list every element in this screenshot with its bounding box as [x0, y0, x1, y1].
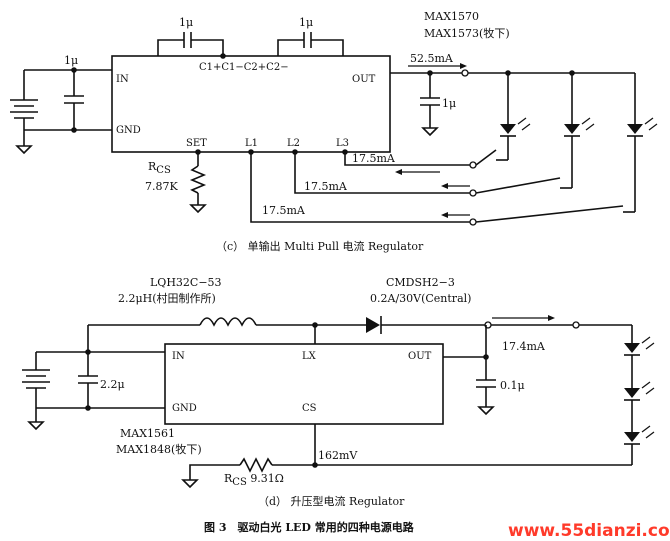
pin-in-label-d: IN — [172, 351, 185, 362]
l2-switch — [475, 177, 561, 194]
led-d-1 — [624, 343, 640, 353]
pin-set-label: SET — [186, 138, 207, 149]
i-l1-label: 17.5mA — [262, 204, 306, 217]
out-current-arrowhead — [460, 63, 467, 69]
out-terminal — [461, 69, 469, 77]
l2-wire — [294, 152, 470, 194]
c2-wire-right — [311, 39, 344, 56]
chip-label-2: MAX1573(牧下) — [424, 26, 510, 40]
rcs-label-c: RCS — [148, 160, 171, 176]
out-current-label-d: 17.4mA — [502, 340, 546, 353]
ground-symbol-2 — [421, 127, 439, 137]
ground-symbol-3 — [189, 204, 207, 214]
cs-voltage-label: 162mV — [318, 449, 358, 462]
circuit-d: LQH32C−53 2.2μH(村田制作所) CMDSH2−3 0.2A/30V… — [22, 276, 655, 508]
ic-max1561 — [164, 343, 444, 425]
out-current-label: 52.5mA — [410, 52, 454, 65]
rcs-resistor-d — [239, 457, 273, 473]
c1-wire-left — [157, 39, 184, 56]
led-branch-3 — [627, 73, 658, 212]
led-3 — [627, 124, 643, 134]
caption-d: （d） 升压型电流 Regulator — [258, 494, 405, 508]
pin-cs-label: CS — [302, 403, 317, 414]
pin-lx-label: LX — [302, 351, 317, 362]
cin-label: 1μ — [64, 54, 78, 67]
i-l2-label: 17.5mA — [304, 180, 348, 193]
pin-gnd-label-d: GND — [172, 403, 197, 414]
figure-caption: 图 3 驱动白光 LED 常用的四种电源电路 — [204, 520, 415, 534]
pump-pins-label: C1+C1−C2+C2− — [199, 62, 289, 73]
chip-label-d-1: MAX1561 — [120, 427, 175, 440]
c2-cap-label: 1μ — [299, 16, 313, 29]
led-1 — [500, 124, 516, 134]
diode — [366, 317, 380, 333]
chip-label-1: MAX1570 — [424, 10, 479, 23]
rcs-value-c: 7.87K — [145, 180, 178, 193]
led-branch-1 — [500, 70, 531, 160]
pin-out-label: OUT — [352, 74, 376, 85]
c1-cap-label: 1μ — [179, 16, 193, 29]
l3-wire — [344, 152, 470, 166]
ground-symbol-4 — [477, 406, 495, 416]
l1-wire — [250, 152, 470, 223]
pin-l1-label: L1 — [245, 138, 258, 149]
pin-l2-label: L2 — [287, 138, 300, 149]
c2-wire-left — [277, 39, 304, 56]
led-branch-2 — [564, 70, 595, 188]
chip-label-d-2: MAX1848(牧下) — [116, 442, 202, 456]
pin-in-label: IN — [116, 74, 129, 85]
cout-label: 1μ — [442, 97, 456, 110]
led-d-3 — [624, 432, 640, 442]
cout-label-d: 0.1μ — [500, 379, 525, 392]
ground-symbol-5 — [27, 421, 45, 431]
c1-wire-right — [191, 39, 224, 56]
i-l3-label: 17.5mA — [352, 152, 396, 165]
diode-value: 0.2A/30V(Central) — [370, 292, 471, 305]
led-2 — [564, 124, 580, 134]
ground-symbol-1 — [15, 145, 33, 155]
node-c1minus — [220, 53, 226, 59]
cin-label-d: 2.2μ — [100, 378, 125, 391]
l3-switch — [475, 149, 497, 166]
pin-gnd-label: GND — [116, 125, 141, 136]
inductor-value: 2.2μH(村田制作所) — [118, 291, 216, 305]
ground-symbol-6 — [181, 479, 199, 489]
rcs-label-d: RCS 9.31Ω — [224, 472, 284, 488]
circuit-c: 1μ 1μ C1+C1−C2+C2− 1μ IN GND OUT SET L1 … — [10, 10, 658, 253]
diode-part: CMDSH2−3 — [386, 276, 455, 289]
pin-l3-label: L3 — [336, 138, 349, 149]
inductor-part: LQH32C−53 — [150, 276, 222, 289]
caption-c: （c） 单输出 Multi Pull 电流 Regulator — [216, 239, 424, 253]
pin-out-label-d: OUT — [408, 351, 432, 362]
rcs-resistor-c — [189, 165, 207, 194]
l1-switch — [475, 205, 624, 223]
led-d-2 — [624, 388, 640, 398]
watermark: www.55dianzi.com — [508, 521, 670, 541]
inductor — [199, 317, 257, 327]
